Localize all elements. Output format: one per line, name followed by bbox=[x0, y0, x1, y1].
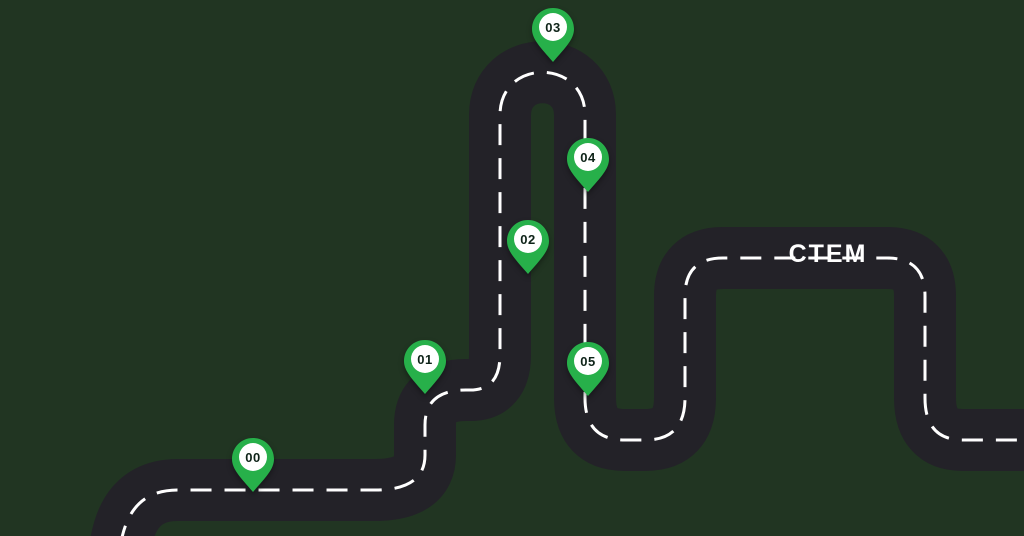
milestone-number: 03 bbox=[545, 19, 561, 35]
milestone-number: 04 bbox=[580, 149, 596, 165]
milestone-pin-02: 02 bbox=[505, 218, 551, 276]
map-pin-icon bbox=[232, 438, 274, 492]
map-pin-icon bbox=[567, 138, 609, 192]
milestone-pin-00: 00 bbox=[230, 436, 276, 494]
road-segment-label-ctem: CTEM bbox=[788, 239, 868, 268]
milestone-pin-05: 05 bbox=[565, 340, 611, 398]
milestone-number: 01 bbox=[417, 351, 433, 367]
milestone-pin-01: 01 bbox=[402, 338, 448, 396]
milestone-pin-04: 04 bbox=[565, 136, 611, 194]
milestone-number: 02 bbox=[520, 231, 536, 247]
map-pin-icon bbox=[404, 340, 446, 394]
milestone-number: 05 bbox=[580, 353, 596, 369]
map-pin-icon bbox=[532, 8, 574, 62]
milestone-pin-03: 03 bbox=[530, 6, 576, 64]
map-pin-icon bbox=[507, 220, 549, 274]
milestone-number: 00 bbox=[245, 449, 261, 465]
map-pin-icon bbox=[567, 342, 609, 396]
